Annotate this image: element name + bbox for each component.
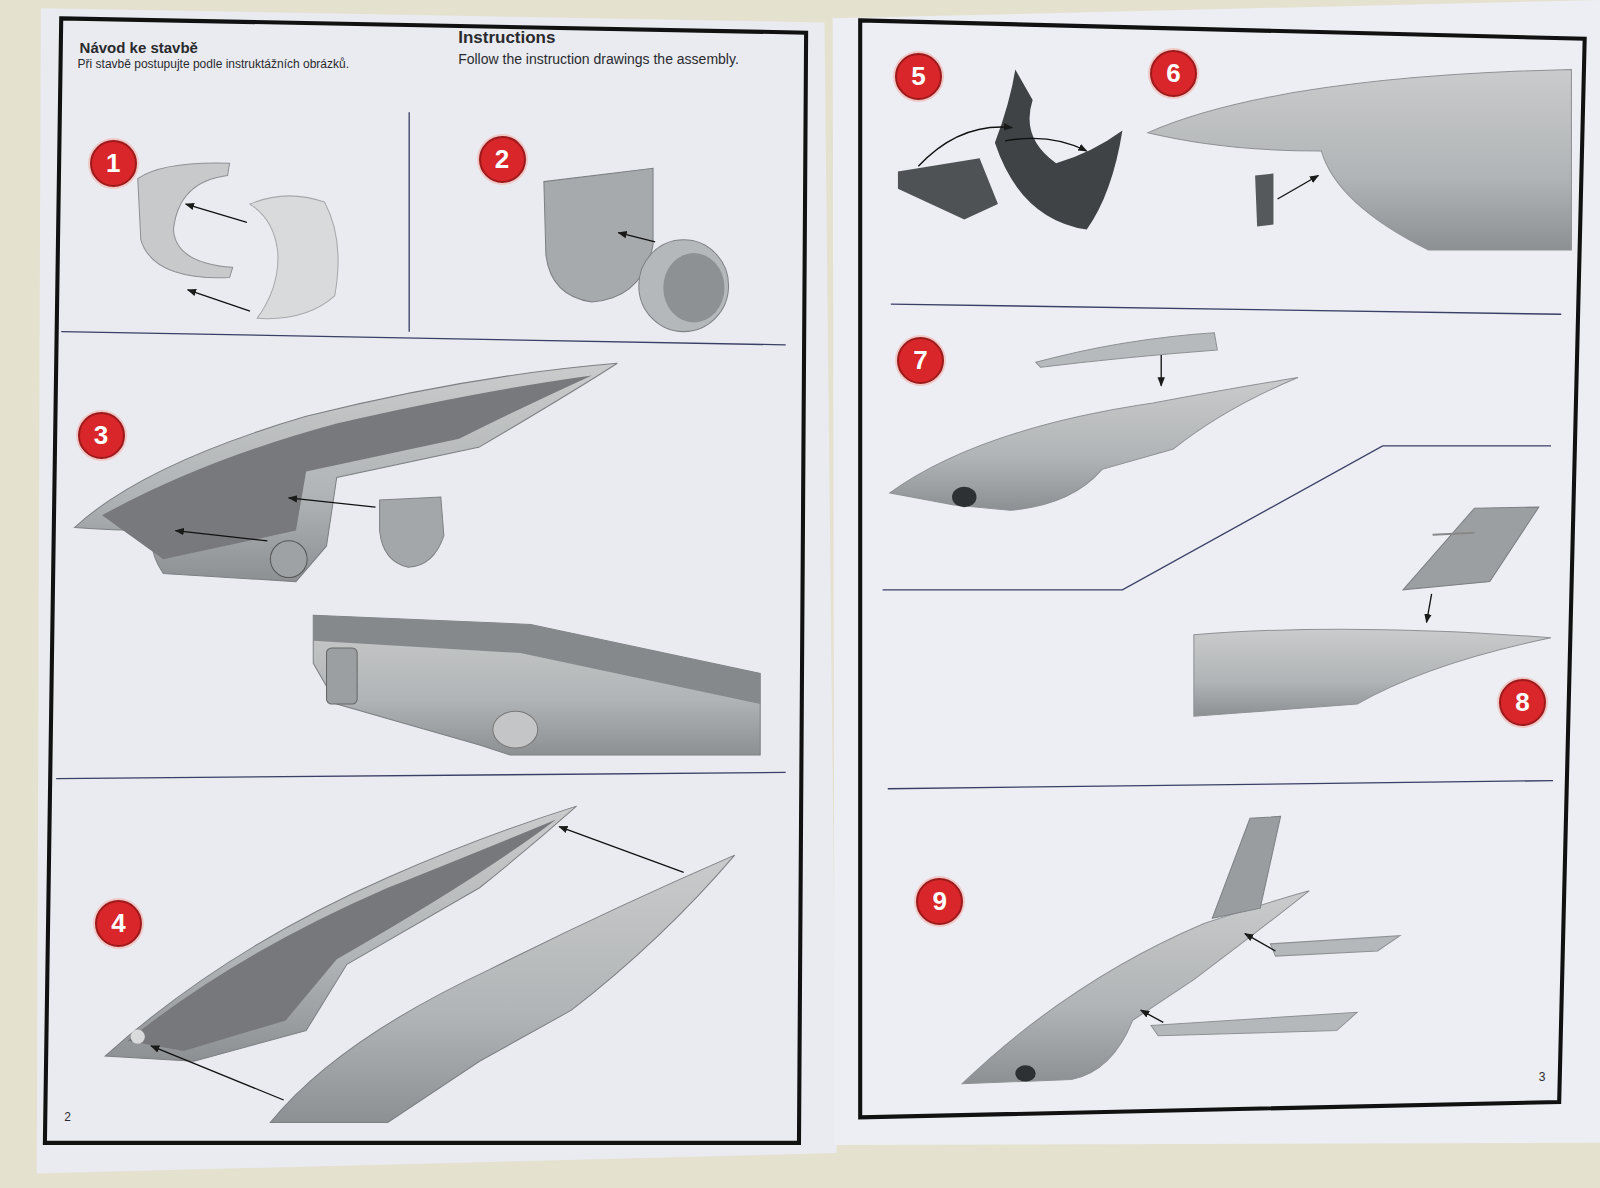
- step-number-circle: 2: [479, 136, 526, 183]
- heading-en: Instructions: [458, 28, 555, 48]
- illustrations: [37, 0, 1600, 1173]
- step-number-circle: 4: [95, 900, 142, 947]
- step-number-circle: 9: [916, 878, 963, 925]
- step-number-circle: 3: [78, 412, 125, 459]
- callout-number: 7: [913, 345, 927, 376]
- subheading-cz: Při stavbě postupujte podle instruktážní…: [78, 57, 350, 71]
- callout-number: 8: [1515, 687, 1529, 718]
- step-number-circle: 5: [895, 53, 942, 100]
- step-number-circle: 7: [897, 337, 944, 384]
- callout-number: 1: [106, 148, 120, 179]
- callout-number: 5: [911, 61, 925, 92]
- step-number-circle: 6: [1150, 50, 1197, 97]
- callout-number: 4: [111, 908, 125, 939]
- callout-number: 2: [495, 144, 509, 175]
- step-number-circle: 1: [90, 140, 137, 187]
- step-number-circle: 8: [1499, 679, 1546, 726]
- callout-number: 9: [933, 886, 947, 917]
- heading-cz: Návod ke stavbě: [80, 39, 198, 56]
- callout-number: 6: [1166, 58, 1180, 89]
- page-number: 3: [1539, 1070, 1546, 1084]
- page-number: 2: [64, 1110, 71, 1124]
- callout-number: 3: [94, 420, 108, 451]
- subheading-en: Follow the instruction drawings the asse…: [458, 51, 739, 67]
